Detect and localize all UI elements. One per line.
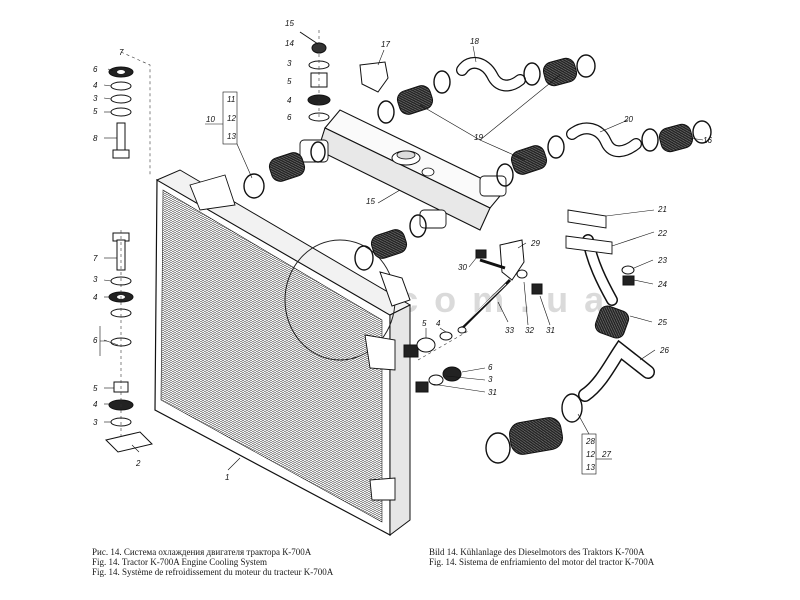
callout-8: 8: [93, 134, 98, 143]
upper-tank: [299, 109, 507, 231]
callout-27: 27: [601, 450, 611, 459]
callout-31: 31: [488, 388, 497, 397]
outlet-pipe: [565, 209, 655, 402]
callout-3: 3: [93, 94, 98, 103]
clamp: [409, 214, 427, 238]
callout-30: 30: [458, 263, 467, 272]
caption-spanish: Fig. 14. Sistema de enfriamiento del mot…: [429, 557, 655, 567]
leader-lines: [103, 45, 704, 471]
callout-28: 28: [585, 437, 595, 446]
callout-6: 4: [436, 319, 441, 328]
caption-english: Fig. 14. Tractor K-700A Engine Cooling S…: [92, 557, 268, 567]
callout-19: 19: [474, 133, 483, 142]
mount-stack-top: [108, 66, 134, 159]
callout-5: 5: [93, 107, 98, 116]
callout-23: 23: [657, 256, 667, 265]
hoses: [243, 54, 712, 464]
clamp: [692, 120, 712, 144]
callout-10: 10: [206, 115, 215, 124]
callout-20: 20: [623, 115, 633, 124]
caption-french: Fig. 14. Système de refroidissement du m…: [92, 567, 334, 577]
callout-14: 14: [285, 39, 294, 48]
top-fastener-stack: [299, 31, 331, 122]
callout-3: 3: [287, 59, 292, 68]
callout-24: 24: [657, 280, 667, 289]
callout-4: 6: [488, 363, 493, 372]
clamp: [561, 393, 583, 423]
callout-4: 4: [93, 81, 98, 90]
callout-6: 6: [93, 336, 98, 345]
callout-4: 4: [93, 400, 98, 409]
callout-26: 26: [659, 346, 669, 355]
callout-3: 3: [93, 275, 98, 284]
clamp: [576, 54, 596, 78]
callout-2: 2: [135, 459, 141, 468]
callout-11: 11: [227, 95, 235, 104]
callout-13: 13: [227, 132, 236, 141]
callout-5: 5: [287, 77, 292, 86]
clamp: [523, 62, 541, 86]
clamp: [354, 245, 374, 271]
callout-25: 25: [657, 318, 667, 327]
callout-17: 17: [381, 40, 390, 49]
callout-15: 15: [285, 19, 294, 28]
callout-18: 18: [470, 37, 479, 46]
callout-12: 12: [227, 114, 236, 123]
callout-21: 21: [657, 205, 667, 214]
callout-7: 7: [119, 48, 124, 57]
callout-6: 6: [93, 65, 98, 74]
callout-31: 31: [546, 326, 555, 335]
brackets: [359, 61, 525, 332]
callout-3: 3: [488, 375, 493, 384]
callout-3: 3: [93, 418, 98, 427]
callout-29: 29: [530, 239, 540, 248]
captions-right: Bild 14. Kühlanlage des Dieselmotors des…: [429, 547, 749, 567]
callout-5: 5: [422, 319, 427, 328]
callout-33: 33: [505, 326, 514, 335]
callout-32: 32: [525, 326, 534, 335]
callout-13: 13: [586, 463, 595, 472]
side-fastener-stack: [403, 249, 635, 393]
clamp: [243, 173, 265, 199]
caption-german: Bild 14. Kühlanlage des Dieselmotors des…: [429, 547, 645, 557]
clamp: [641, 128, 659, 152]
radiator: [154, 169, 412, 536]
callout-16: 16: [703, 136, 712, 145]
guide-lines: [120, 30, 471, 440]
callout-12: 12: [586, 450, 595, 459]
captions-left: Рис. 14. Система охлаждения двигателя тр…: [92, 547, 412, 577]
callout-22: 22: [657, 229, 667, 238]
clamp: [377, 100, 395, 124]
callouts: 7 6 4 3 5 8 15 14 3 5 4 6 17 18 19 20 16…: [93, 19, 712, 482]
callout-1: 1: [225, 473, 229, 482]
clamp: [547, 135, 565, 159]
callout-4: 4: [287, 96, 292, 105]
clamp: [433, 70, 451, 94]
clamp: [310, 141, 326, 163]
callout-6: 6: [287, 113, 292, 122]
mount-stack-bottom: [105, 232, 153, 453]
callout-7: 7: [93, 254, 98, 263]
callout-15: 15: [366, 197, 375, 206]
callout-4: 4: [93, 293, 98, 302]
callout-5: 5: [93, 384, 98, 393]
caption-russian: Рис. 14. Система охлаждения двигателя тр…: [92, 547, 312, 557]
clamp: [485, 432, 511, 464]
callout-brackets: [99, 91, 612, 475]
clamp: [496, 163, 514, 187]
